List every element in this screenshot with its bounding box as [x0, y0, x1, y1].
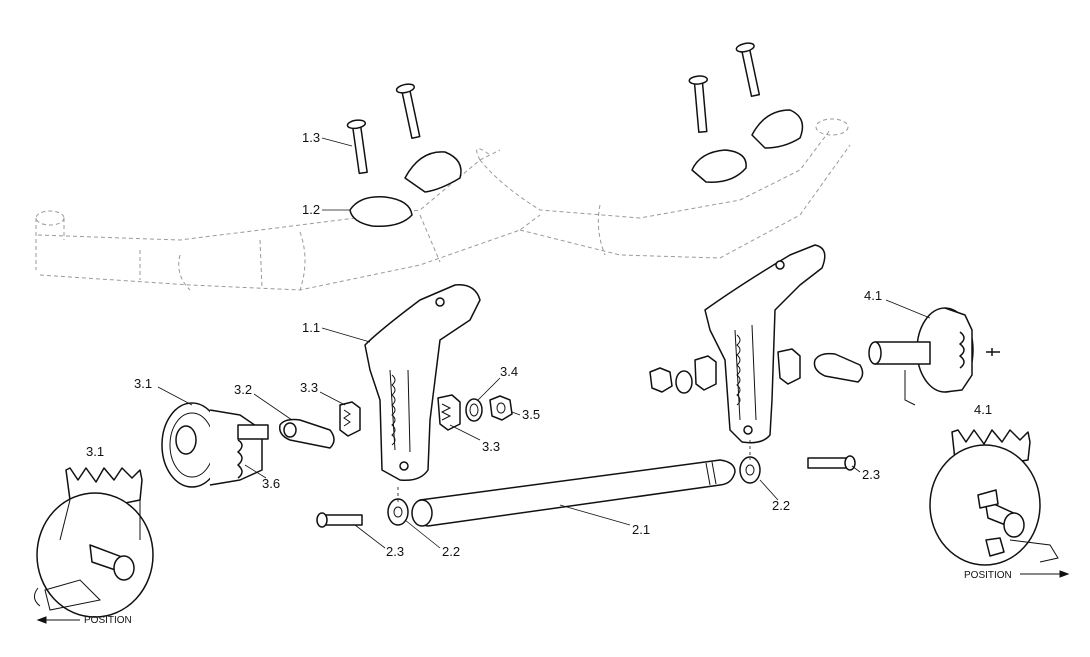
lever-3-2 — [278, 418, 335, 449]
callout-3-2: 3.2 — [234, 382, 252, 397]
spacer-2-2-right — [739, 456, 761, 484]
callout-2-1: 2.1 — [632, 522, 650, 537]
ratchet-3-3-left — [339, 401, 361, 437]
callout-2-3-left: 2.3 — [386, 544, 404, 559]
position-label-right: POSITION — [964, 570, 1012, 581]
callout-3-4: 3.4 — [500, 364, 518, 379]
callout-2-2-left: 2.2 — [442, 544, 460, 559]
clamp-cap-1-2-group — [349, 109, 804, 228]
bolt-2-3-right — [807, 455, 856, 471]
callout-labels: 1.3 1.2 1.1 3.1 3.2 3.3 3.4 3.5 3.3 3.6 … — [86, 130, 992, 559]
callout-1-1: 1.1 — [302, 320, 320, 335]
ghost-frame — [35, 118, 851, 291]
position-arrow-right — [1020, 570, 1070, 578]
callout-1-2: 1.2 — [302, 202, 320, 217]
callout-3-6: 3.6 — [262, 476, 280, 491]
washer-3-4 — [465, 398, 483, 422]
callout-3-1-top: 3.1 — [134, 376, 152, 391]
ratchet-3-3-mid — [437, 394, 461, 431]
callout-2-3-right: 2.3 — [862, 467, 880, 482]
hub-3-1-left — [161, 402, 269, 488]
callout-3-3-bottom: 3.3 — [482, 439, 500, 454]
callout-2-2-right: 2.2 — [772, 498, 790, 513]
callout-3-5: 3.5 — [522, 407, 540, 422]
right-side-hardware — [649, 348, 864, 394]
leader-lines — [157, 137, 931, 549]
axle-2-1 — [411, 459, 736, 527]
hub-4-1-right — [868, 307, 1000, 406]
bolt-2-3-left — [316, 512, 363, 528]
side-plate-1-1-right — [704, 244, 826, 444]
spacer-2-2-left — [387, 498, 409, 526]
nut-3-5 — [489, 395, 513, 421]
callout-3-1-inset: 3.1 — [86, 444, 104, 459]
clip-3-6 — [237, 439, 243, 479]
inset-3-1-position — [34, 467, 154, 618]
callout-4-1-top: 4.1 — [864, 288, 882, 303]
position-arrow-left — [36, 616, 80, 624]
callout-3-3-top: 3.3 — [300, 380, 318, 395]
callout-1-3: 1.3 — [302, 130, 320, 145]
inset-4-1-position — [929, 429, 1059, 566]
side-plate-1-1-left — [364, 284, 481, 482]
bolt-1-3-group — [346, 42, 761, 175]
position-label-left: POSITION — [84, 615, 132, 626]
callout-4-1-inset: 4.1 — [974, 402, 992, 417]
